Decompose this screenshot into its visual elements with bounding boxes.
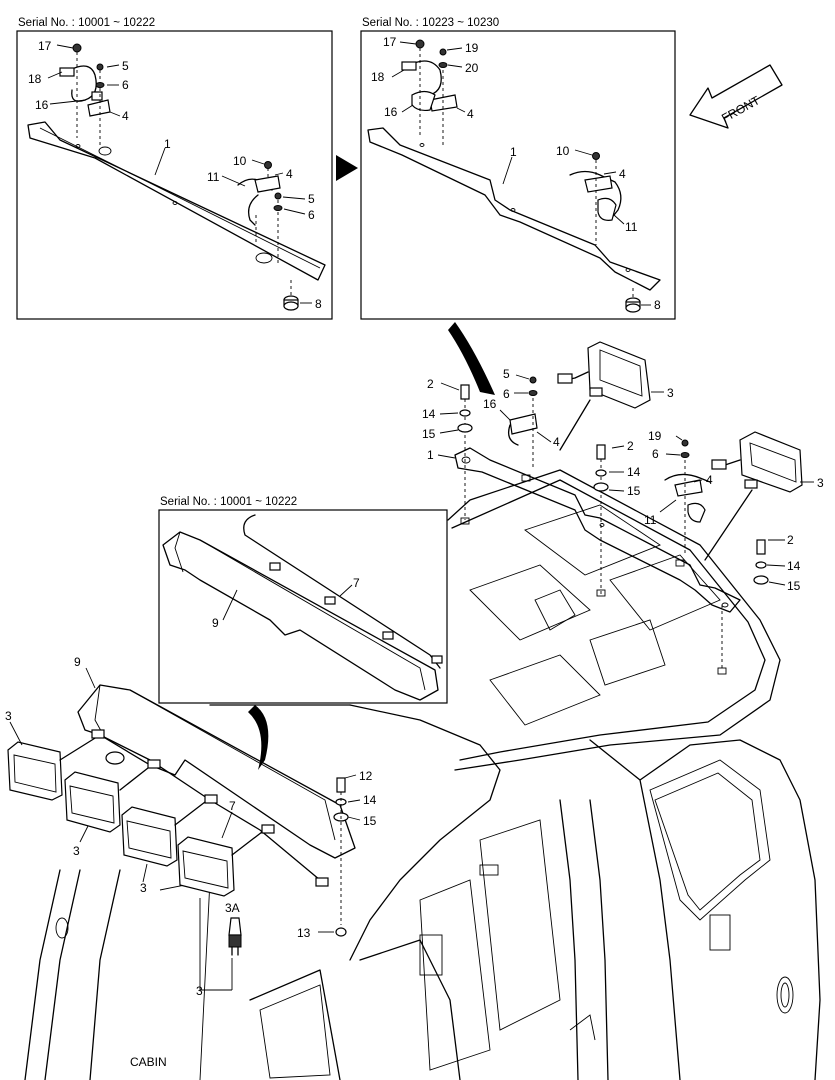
callout-4b: 4 (706, 473, 713, 487)
callout-14: 14 (422, 407, 436, 421)
curved-arrow-icon (448, 322, 495, 395)
callout-2: 2 (427, 377, 434, 391)
right-bracket-assembly: 2 5 6 3 14 16 15 4 1 2 19 6 3 14 15 11 4… (422, 341, 824, 675)
callout-2c: 2 (787, 533, 794, 547)
callout-14: 14 (363, 793, 377, 807)
callout-13: 13 (297, 926, 311, 940)
callout-11: 11 (625, 220, 638, 234)
callout-10: 10 (233, 154, 247, 168)
callout-14b: 14 (627, 465, 641, 479)
callout-17: 17 (38, 39, 52, 53)
inset-guard-serial-10001-10222: Serial No. : 10001 ~ 10222 9 7 (158, 496, 448, 704)
callout-4: 4 (122, 109, 129, 123)
callout-4b: 4 (619, 167, 626, 181)
callout-3c: 3 (140, 881, 147, 895)
callout-1: 1 (510, 145, 517, 159)
callout-16: 16 (483, 397, 497, 411)
callout-4: 4 (467, 107, 474, 121)
callout-6: 6 (122, 78, 129, 92)
inset-serial-10001-10222: Serial No. : 10001 ~ 10222 (16, 17, 333, 320)
callout-11: 11 (644, 513, 657, 527)
callout-1: 1 (427, 448, 434, 462)
callout-14c: 14 (787, 559, 801, 573)
callout-7: 7 (353, 576, 360, 590)
callout-15: 15 (422, 427, 436, 441)
callout-3: 3 (667, 386, 674, 400)
callout-16: 16 (35, 98, 49, 112)
callout-19: 19 (465, 41, 479, 55)
front-direction-indicator: FRONT (689, 64, 783, 129)
callout-3b: 3 (73, 844, 80, 858)
serial-label-middle: Serial No. : 10001 ~ 10222 (160, 496, 297, 508)
callout-15c: 15 (787, 579, 801, 593)
callout-11: 11 (207, 170, 220, 184)
lamp-guard-assembly: 9 3 7 3 3 3 12 14 15 13 3A (5, 655, 377, 998)
callout-20: 20 (465, 61, 479, 75)
callout-19: 19 (648, 429, 662, 443)
callout-9: 9 (74, 655, 81, 669)
callout-6b: 6 (308, 208, 315, 222)
serial-label-top-left: Serial No. : 10001 ~ 10222 (18, 17, 155, 29)
transition-arrow-icon (336, 155, 358, 181)
callout-2b: 2 (627, 439, 634, 453)
callout-10: 10 (556, 144, 570, 158)
callout-16: 16 (384, 105, 398, 119)
curved-arrow-icon (248, 705, 269, 770)
callout-1: 1 (164, 137, 171, 151)
serial-label-top-right: Serial No. : 10223 ~ 10230 (362, 17, 499, 29)
callout-3: 3 (5, 709, 12, 723)
front-label: FRONT (719, 93, 763, 126)
callout-15: 15 (363, 814, 377, 828)
callout-17: 17 (383, 35, 397, 49)
callout-3d: 3 (196, 984, 203, 998)
callout-18: 18 (28, 72, 42, 86)
callout-8: 8 (654, 298, 661, 312)
callout-12: 12 (359, 769, 373, 783)
callout-5: 5 (122, 59, 129, 73)
callout-15b: 15 (627, 484, 641, 498)
callout-3A: 3A (225, 901, 240, 915)
inset-serial-10223-10230: Serial No. : 10223 ~ 10230 17 19 (360, 17, 676, 320)
callout-18: 18 (371, 70, 385, 84)
callout-6b: 6 (652, 447, 659, 461)
callout-4: 4 (553, 435, 560, 449)
callout-3b: 3 (817, 476, 824, 490)
section-label: CABIN (130, 1055, 167, 1069)
callout-4b: 4 (286, 167, 293, 181)
callout-8: 8 (315, 297, 322, 311)
callout-7: 7 (229, 799, 236, 813)
callout-6: 6 (503, 387, 510, 401)
callout-9: 9 (212, 616, 219, 630)
callout-5b: 5 (308, 192, 315, 206)
callout-5: 5 (503, 367, 510, 381)
